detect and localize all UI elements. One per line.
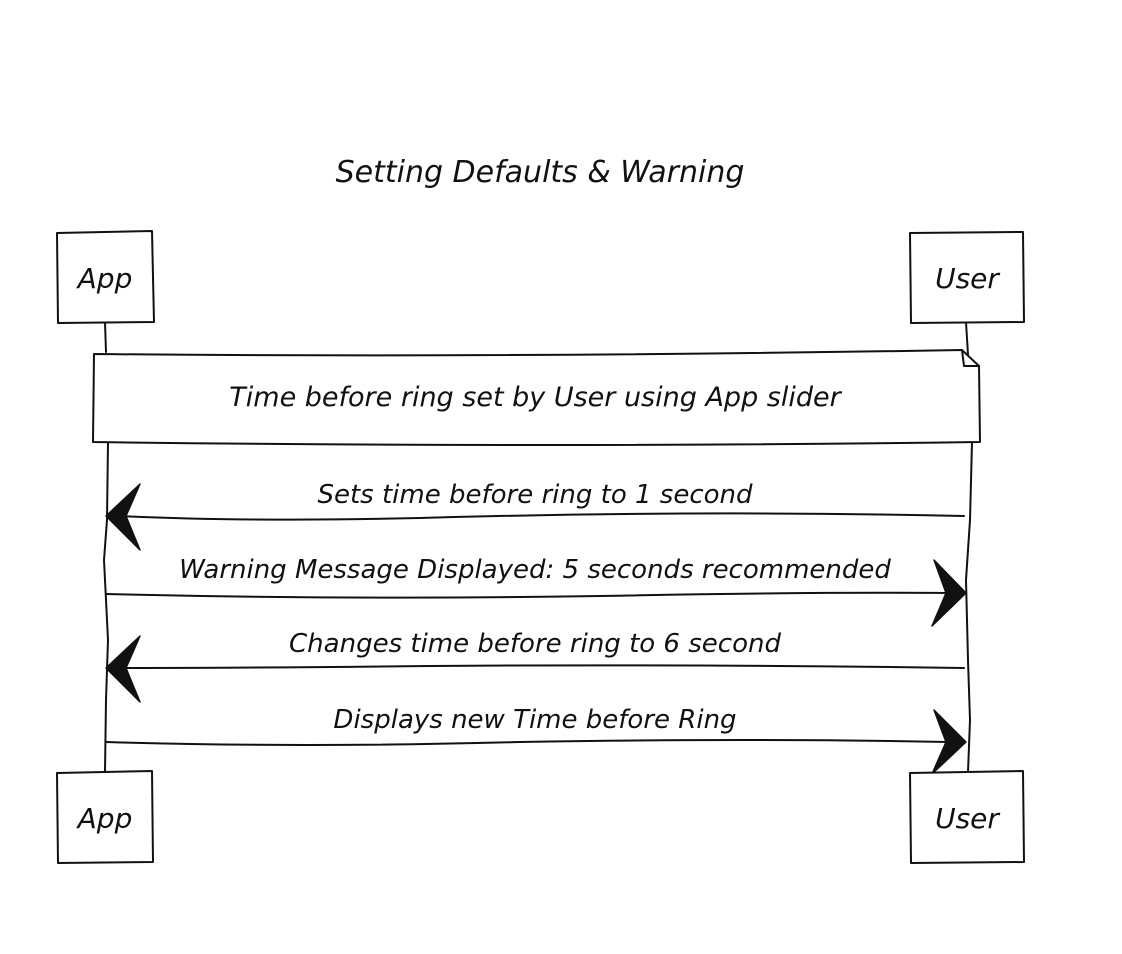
message-3-line (119, 664, 965, 669)
lifeline-app (103, 321, 109, 773)
message-3-label: Changes time before ring to 6 second (289, 629, 781, 659)
lifeline-user (965, 321, 973, 773)
message-1: Sets time before ring to 1 second (105, 480, 965, 551)
message-2-arrowhead (931, 559, 967, 627)
message-1-line (119, 512, 965, 521)
message-4: Displays new Time before Ring (105, 705, 967, 775)
participant-user-bottom-label: User (935, 802, 1000, 835)
message-1-arrowhead (105, 483, 141, 551)
message-4-arrowhead (931, 709, 967, 775)
message-2-line (105, 591, 949, 599)
message-3: Changes time before ring to 6 second (105, 629, 965, 703)
participant-app-top: App (56, 230, 155, 324)
message-3-arrowhead (105, 635, 141, 703)
participant-app-bottom-label: App (76, 802, 133, 835)
diagram-title: Setting Defaults & Warning (336, 155, 745, 190)
message-2: Warning Message Displayed: 5 seconds rec… (105, 555, 967, 627)
note-text: Time before ring set by User using App s… (229, 382, 842, 413)
participant-app-bottom: App (56, 770, 154, 864)
message-4-line (105, 739, 949, 746)
message-2-label: Warning Message Displayed: 5 seconds rec… (179, 555, 891, 585)
participant-user-top: User (909, 231, 1025, 324)
note: Time before ring set by User using App s… (92, 349, 981, 446)
participant-user-label: User (935, 262, 1000, 295)
participant-user-bottom: User (909, 770, 1025, 864)
message-4-label: Displays new Time before Ring (333, 705, 736, 735)
participant-app-label: App (76, 262, 133, 295)
message-1-label: Sets time before ring to 1 second (317, 480, 753, 510)
